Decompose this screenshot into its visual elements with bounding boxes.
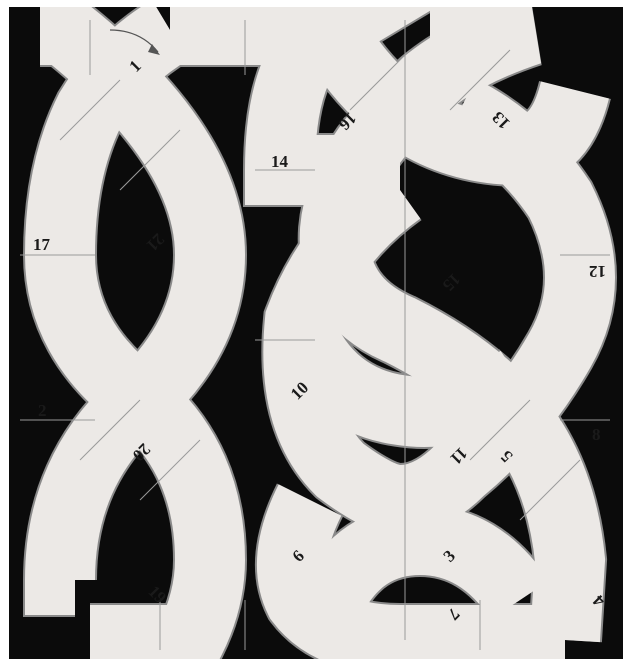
label-2: 2 <box>38 401 47 420</box>
label-14: 14 <box>271 152 289 171</box>
label-12: 12 <box>589 262 606 281</box>
label-8: 8 <box>592 425 601 444</box>
label-17: 17 <box>33 235 51 254</box>
